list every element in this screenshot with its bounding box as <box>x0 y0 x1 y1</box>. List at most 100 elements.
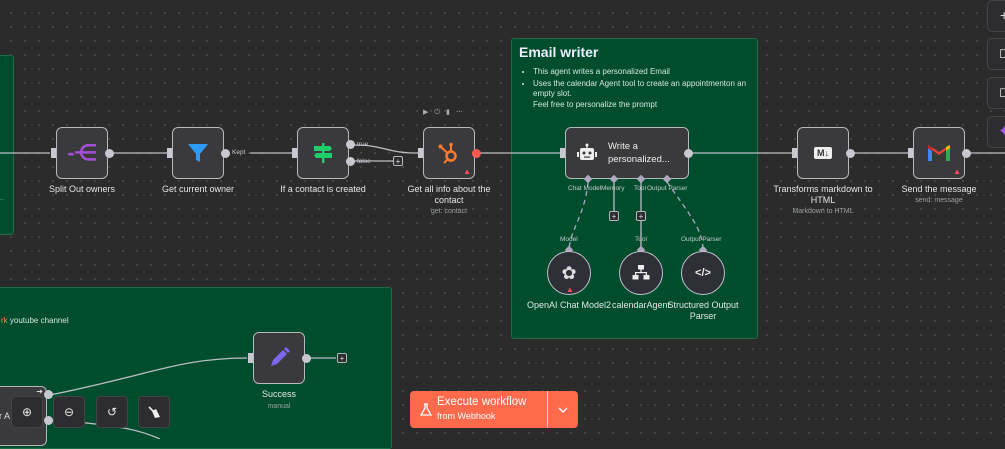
node-subtitle: send: message <box>915 197 963 204</box>
edge-if-hubspot <box>353 144 419 154</box>
trash-icon[interactable]: ▮ <box>445 109 456 116</box>
if-true-port[interactable] <box>346 140 355 149</box>
panel-icon: ◻ <box>999 84 1005 99</box>
openai-icon: ✿ <box>561 262 577 283</box>
output-label-true: true <box>357 141 369 148</box>
if-input-port[interactable] <box>292 148 297 158</box>
panel-button[interactable]: ◻ <box>987 77 1005 109</box>
arrow-icon: ➔ <box>36 387 43 396</box>
tidy-up-button[interactable] <box>138 396 170 428</box>
zoom-out-button[interactable]: ⊖ <box>53 396 85 428</box>
ai-assistant-button[interactable]: ✦ <box>987 116 1005 148</box>
if-false-port[interactable] <box>346 157 355 166</box>
node-get-current-owner[interactable] <box>172 127 224 179</box>
edge-parser-output <box>666 181 704 251</box>
sticky-bullet: Uses the calendar Agent tool to create a… <box>533 79 761 111</box>
execute-dropdown-button[interactable] <box>548 391 578 428</box>
hubspot-output-port[interactable] <box>472 149 481 158</box>
node-calendar-agent[interactable] <box>619 251 663 295</box>
robot-icon <box>577 143 597 160</box>
edge-chatmodel-openai <box>568 181 589 251</box>
signpost-icon <box>314 143 332 163</box>
markdown-icon: M↓ <box>814 147 832 159</box>
zoom-in-icon: ⊕ <box>21 405 33 419</box>
node-label: Success <box>261 389 296 399</box>
gmail-input-port[interactable] <box>908 148 913 158</box>
success-output-port[interactable] <box>302 354 311 363</box>
node-label: OpenAI Chat Model2 <box>526 300 612 310</box>
power-icon[interactable]: ⏻ <box>434 109 446 116</box>
node-label: Transforms markdown to HTML <box>773 184 873 205</box>
agent-input-port[interactable] <box>560 148 565 158</box>
agent-output-port[interactable] <box>684 149 693 158</box>
output-label-false: false <box>357 158 371 165</box>
execute-subtitle: from Webhook <box>437 411 496 421</box>
node-send-message[interactable]: ▲ <box>913 127 965 179</box>
pencil-icon <box>271 347 290 366</box>
markdown-input-port[interactable] <box>792 148 797 158</box>
sparkle-icon: ✦ <box>998 123 1005 140</box>
node-get-contact-info[interactable]: ▲ <box>423 127 475 179</box>
node-split-out-owners[interactable]: -⋲ <box>56 127 108 179</box>
node-structured-output-parser[interactable]: </> <box>681 251 725 295</box>
node-subtitle: get: contact <box>430 208 468 215</box>
add-memory-button[interactable]: + <box>609 211 619 221</box>
chevron-down-icon <box>558 407 568 413</box>
add-node-success-button[interactable]: + <box>337 353 347 363</box>
node-openai-chat-model[interactable]: ✿ ▲ <box>547 251 591 295</box>
split-out-icon: -⋲ <box>67 140 97 165</box>
node-label: Get current owner <box>161 184 235 194</box>
zoom-in-button[interactable]: ⊕ <box>11 396 43 428</box>
filter-input-port[interactable] <box>167 148 172 158</box>
markdown-output-port[interactable] <box>846 149 855 158</box>
execute-workflow-button[interactable]: Execute workflow from Webhook <box>410 391 547 428</box>
filter-output-port[interactable] <box>221 149 230 158</box>
sticky-bullet: This agent writes a personalized Email <box>533 67 761 78</box>
sticky-title: Email writer <box>519 44 599 60</box>
port-label-memory: Memory <box>601 185 625 192</box>
agent-title: Write a personalized... <box>608 141 670 165</box>
gmail-output-port[interactable] <box>962 149 971 158</box>
execute-title: Execute workflow <box>437 396 527 408</box>
plus-icon: + <box>1000 7 1005 23</box>
node-label: Send the message <box>901 184 977 194</box>
warning-icon[interactable]: ▲ <box>463 167 471 176</box>
partial-output-port-2[interactable] <box>44 416 53 425</box>
partial-output-port-1[interactable] <box>44 390 53 399</box>
node-if-contact-created[interactable] <box>297 127 349 179</box>
node-subtitle: manual <box>267 403 291 410</box>
sticky-text-rest: youtube channel <box>7 316 69 325</box>
sticky-text-highlight: rk <box>1 316 8 325</box>
sticky-text: rk youtube channel <box>1 316 69 325</box>
split-out-input-port[interactable] <box>51 148 56 158</box>
warning-icon[interactable]: ▲ <box>566 285 574 294</box>
reset-zoom-button[interactable]: ↺ <box>96 396 128 428</box>
success-input-port[interactable] <box>248 353 253 363</box>
node-label: calendarAgent <box>611 300 671 310</box>
warning-icon[interactable]: ▲ <box>953 167 961 176</box>
connections-layer <box>0 144 1005 439</box>
split-out-output-port[interactable] <box>105 149 114 158</box>
sticky-note-left-top[interactable]: /... <box>0 55 14 235</box>
gmail-icon <box>928 145 950 161</box>
play-icon[interactable]: ▶ <box>423 109 435 116</box>
add-tool-button[interactable]: + <box>636 211 646 221</box>
broom-icon <box>148 406 160 418</box>
sticky-note-button[interactable]: ◻ <box>987 38 1005 70</box>
port-label-chat-model: Chat Model <box>568 185 602 192</box>
add-node-false-button[interactable]: + <box>393 156 403 166</box>
node-markdown-to-html[interactable]: M↓ <box>797 127 849 179</box>
hubspot-icon <box>438 142 457 164</box>
undo-icon: ↺ <box>106 405 118 419</box>
code-icon: </> <box>695 267 711 279</box>
node-success[interactable] <box>253 332 305 384</box>
divider <box>547 391 548 428</box>
hubspot-input-port[interactable] <box>418 148 423 158</box>
zoom-out-icon: ⊖ <box>63 405 75 419</box>
sticky-note-bottom-left[interactable]: rk youtube channel <box>0 287 392 449</box>
flask-icon <box>420 403 432 416</box>
add-node-button[interactable]: + <box>987 0 1005 32</box>
node-ai-agent[interactable]: Write a personalized... <box>565 127 689 179</box>
node-subtitle: Markdown to HTML <box>792 208 854 215</box>
more-icon[interactable]: ⋯ <box>455 109 469 116</box>
